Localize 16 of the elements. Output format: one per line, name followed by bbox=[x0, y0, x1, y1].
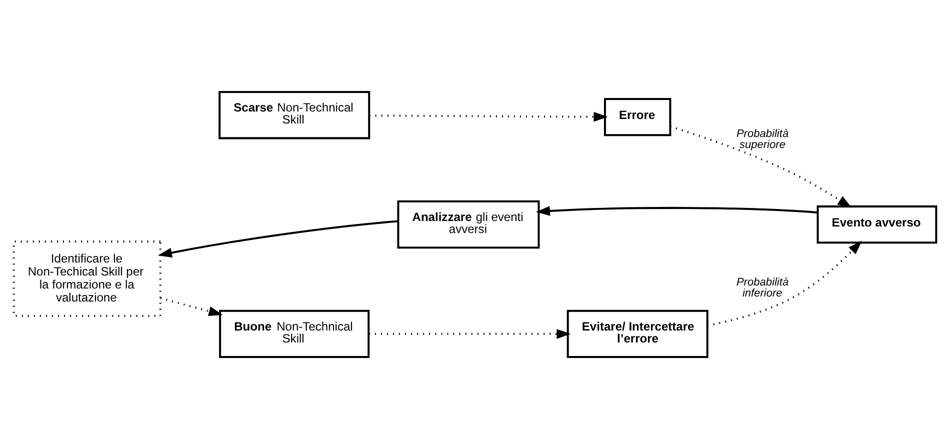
node-box: Errore bbox=[603, 98, 671, 136]
arrow bbox=[368, 328, 570, 338]
arrow bbox=[368, 111, 608, 122]
arrow bbox=[157, 220, 398, 258]
edge-label: Probabilità superiore bbox=[736, 127, 788, 151]
node-box: Buone Non-Technical Skill bbox=[218, 309, 370, 358]
node-box: Analizzare gli eventi avversi bbox=[396, 200, 540, 248]
node-box: Identificare le Non-Techical Skill per la formazione e la valutazione bbox=[12, 240, 161, 316]
edge-label: Probabilità inferiore bbox=[736, 276, 788, 300]
node-box: Scarse Non-Technical Skill bbox=[218, 90, 370, 139]
node-box: Evento avverso bbox=[816, 204, 937, 244]
node-box: Evitare/ Intercettare l’errore bbox=[566, 309, 708, 358]
arrow bbox=[160, 296, 222, 316]
arrow bbox=[670, 125, 852, 208]
arrow bbox=[706, 240, 862, 326]
arrow bbox=[535, 206, 818, 216]
